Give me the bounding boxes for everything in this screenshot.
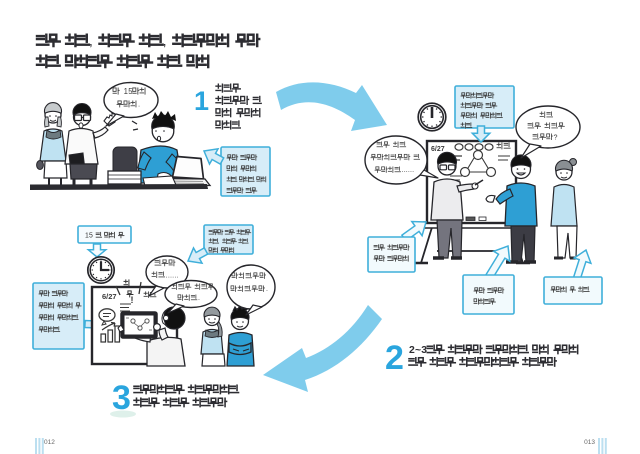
svg-text:.: . [138, 100, 140, 109]
svg-text:,: , [89, 33, 93, 49]
svg-text:012: 012 [44, 439, 55, 446]
svg-text:.: . [170, 270, 172, 279]
svg-text:1: 1 [85, 233, 89, 240]
svg-text:.: . [198, 295, 200, 302]
svg-text:.: . [172, 270, 174, 279]
svg-text:~: ~ [415, 345, 421, 356]
svg-text:.: . [404, 167, 406, 174]
svg-text:.: . [410, 167, 412, 174]
svg-text:.: . [176, 270, 178, 279]
svg-text:.: . [166, 270, 168, 279]
svg-text:.: . [168, 270, 170, 279]
svg-text:013: 013 [584, 439, 595, 446]
svg-text:.: . [412, 167, 414, 174]
svg-text:.: . [218, 238, 220, 245]
svg-text:5: 5 [89, 233, 93, 240]
svg-text:1: 1 [194, 86, 209, 116]
svg-text:.: . [266, 286, 268, 293]
svg-text:!: ! [131, 295, 134, 305]
svg-text:,: , [163, 33, 167, 49]
svg-text:1: 1 [124, 87, 128, 96]
svg-text:.: . [408, 167, 410, 174]
svg-text:2: 2 [385, 339, 404, 377]
svg-text:3: 3 [421, 345, 427, 356]
svg-text:2: 2 [409, 345, 415, 356]
svg-text:6/27: 6/27 [431, 146, 445, 153]
svg-text:.: . [174, 270, 176, 279]
svg-text:.: . [406, 167, 408, 174]
svg-text:6/27: 6/27 [102, 292, 117, 301]
svg-text:?: ? [554, 132, 558, 141]
svg-text:.: . [402, 167, 404, 174]
svg-text:5: 5 [128, 87, 133, 96]
svg-text:3: 3 [112, 379, 131, 417]
